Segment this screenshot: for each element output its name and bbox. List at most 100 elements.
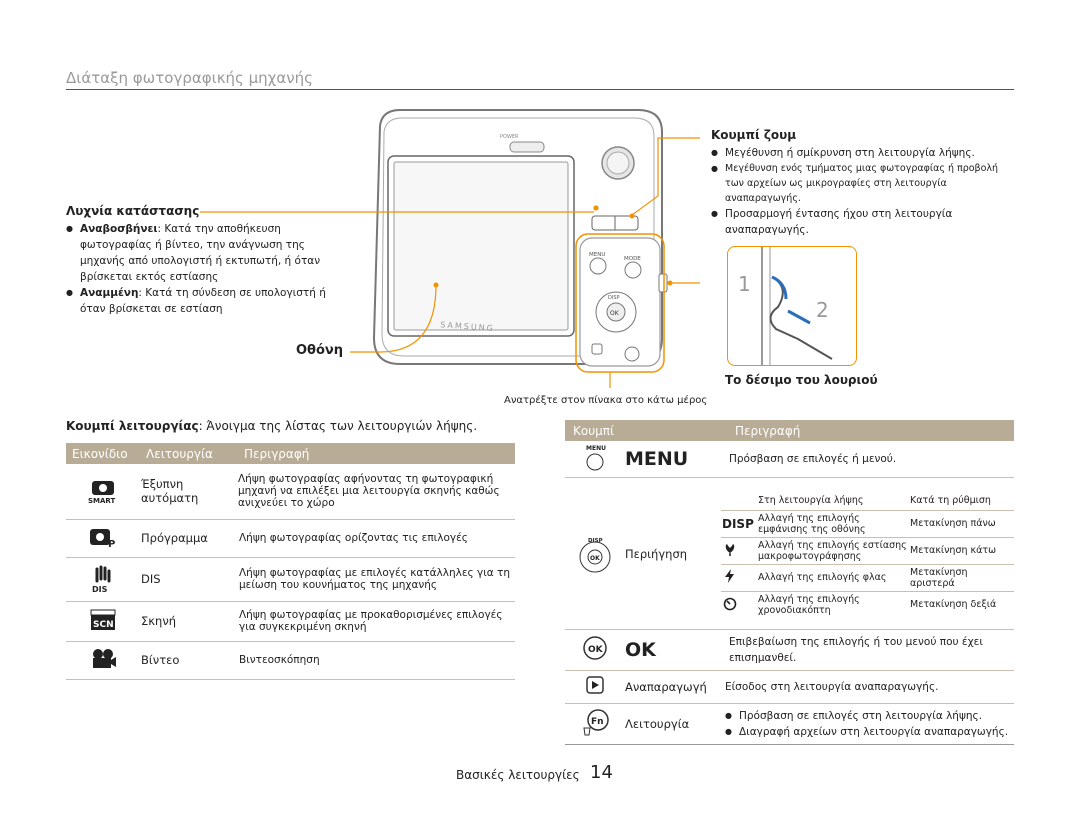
header-button: Κουμπί: [573, 423, 615, 438]
mode-description: Λήψη φωτογραφίας με επιλογές κατάλληλες …: [238, 557, 515, 602]
ok-row: OK OK Επιβεβαίωση της επιλογής ή του μεν…: [565, 630, 1014, 671]
strap-step-2: 2: [816, 298, 829, 322]
menu-button-icon: MENU: [565, 442, 625, 476]
fn-label: Λειτουργία: [625, 717, 690, 731]
power-button: [509, 141, 545, 153]
strap-lug: [658, 273, 668, 293]
strap-title: Το δέσιμο του λουριού: [725, 373, 878, 387]
fn-button: [624, 346, 640, 362]
status-lamp-term-2: Αναμμένη: [80, 287, 139, 299]
mode-description: Λήψη φωτογραφίας ορίζοντας τις επιλογές: [238, 519, 515, 558]
svg-text:OK: OK: [588, 645, 604, 655]
table-row: SCN Σκηνή Λήψη φωτογραφίας με προκαθορισ…: [66, 601, 515, 642]
ok-description: Επιβεβαίωση της επιλογής ή του μενού που…: [729, 636, 983, 664]
nav-subrow: Αλλαγή της επιλογής εστίασης μακροφωτογρ…: [721, 537, 1014, 564]
svg-text:MENU: MENU: [586, 445, 606, 452]
mode-name: Βίντεο: [140, 641, 238, 680]
mode-button-text: Κουμπί λειτουργίας: Άνοιγμα της λίστας τ…: [66, 419, 477, 433]
mode-button-label: MODE: [624, 256, 641, 262]
bottom-note: Ανατρέξτε στον πίνακα στο κάτω μέρος: [504, 395, 708, 406]
mode-table: Εικονίδιο Λειτουργία Περιγραφή SMART Έξυ…: [66, 443, 515, 680]
svg-text:Fn: Fn: [591, 717, 604, 727]
dis-icon: DIS: [66, 557, 140, 602]
zoom-item-2: Μεγέθυνση ενός τμήματος μιας φωτογραφίας…: [711, 161, 1011, 206]
status-lamp-callout: [200, 211, 594, 213]
table-row: P Πρόγραμμα Λήψη φωτογραφίας ορίζοντας τ…: [66, 519, 515, 558]
screen-label: Οθόνη: [296, 343, 344, 358]
menu-description: Πρόσβαση σε επιλογές ή μενού.: [729, 453, 897, 465]
menu-button: [589, 257, 607, 275]
flash-icon: [721, 564, 757, 591]
playback-description: Είσοδος στη λειτουργία αναπαραγωγής.: [725, 681, 939, 693]
strap-step-1: 1: [738, 272, 751, 296]
power-label: POWER: [500, 134, 519, 140]
playback-icon: [565, 675, 625, 699]
svg-text:SCN: SCN: [93, 620, 114, 630]
page-number: 14: [590, 762, 613, 783]
table-row: SMART Έξυπνη αυτόματη Λήψη φωτογραφίας α…: [66, 464, 515, 520]
nav-subheader-shoot: Στη λειτουργία λήψης: [758, 495, 864, 507]
nav-subheader-setting: Κατά τη ρύθμιση: [910, 495, 991, 507]
nav-shoot-desc: Αλλαγή της επιλογής χρονοδιακόπτη: [758, 593, 860, 616]
title-rule: [66, 89, 1014, 90]
status-lamp-term-1: Αναβοσβήνει: [80, 223, 158, 235]
nav-shoot-desc: Αλλαγή της επιλογής φλας: [758, 572, 887, 583]
zoom-item-3: Προσαρμογή έντασης ήχου στη λειτουργία α…: [711, 206, 985, 238]
header-description: Περιγραφή: [735, 423, 801, 438]
status-lamp-title: Λυχνία κατάστασης: [66, 204, 200, 218]
nav-subrow: Αλλαγή της επιλογής φλας Μετακίνηση αρισ…: [721, 564, 1014, 591]
mode-button: [624, 261, 642, 279]
zoom-item-1: Μεγέθυνση ή σμίκρυνση στη λειτουργία λήψ…: [711, 145, 1011, 161]
strap-illustration: 1 2: [727, 246, 857, 366]
nav-set-desc: Μετακίνηση κάτω: [910, 545, 997, 556]
section-title: Διάταξη φωτογραφικής μηχανής: [66, 69, 313, 87]
button-table-header: Κουμπί Περιγραφή: [565, 420, 1014, 441]
status-lamp-desc-2: : Κατά τη σύνδεση σε υπολογιστή ή όταν β…: [80, 287, 326, 315]
svg-text:SMART: SMART: [88, 497, 116, 505]
ok-button: [606, 302, 626, 322]
fn-item-2: Διαγραφή αρχείων στη λειτουργία αναπαραγ…: [725, 724, 1008, 740]
ok-label: OK: [625, 639, 656, 661]
mode-name: DIS: [140, 557, 238, 602]
status-lamp-item-2: Αναμμένη: Κατά τη σύνδεση σε υπολογιστή …: [66, 285, 336, 317]
mode-description: Βιντεοσκόπηση: [238, 641, 515, 680]
status-lamp-desc-1: : Κατά την αποθήκευση φωτογραφίας ή βίντ…: [80, 223, 321, 283]
fn-item-1: Πρόσβαση σε επιλογές στη λειτουργία λήψη…: [725, 708, 1008, 724]
svg-text:DISP: DISP: [588, 538, 603, 544]
smart-auto-icon: SMART: [66, 464, 140, 520]
mode-button-desc: : Άνοιγμα της λίστας των λειτουργιών λήψ…: [198, 419, 478, 433]
brand-logo: SAMSUNG: [440, 320, 495, 333]
playback-label: Αναπαραγωγή: [625, 680, 707, 694]
nav-label: Περιήγηση: [625, 546, 688, 561]
movie-icon: [66, 641, 140, 680]
footer-text: Βασικές λειτουργίες: [456, 768, 580, 782]
mode-name: Πρόγραμμα: [140, 519, 238, 558]
svg-text:P: P: [108, 539, 115, 549]
macro-icon: [721, 537, 757, 564]
header-description: Περιγραφή: [244, 446, 310, 461]
header-mode: Λειτουργία: [146, 446, 213, 461]
ok-button-label: OK: [610, 310, 620, 317]
nav-subtable: Στη λειτουργία λήψης Κατά τη ρύθμιση DIS…: [721, 492, 1014, 618]
fn-row: Fn Λειτουργία Πρόσβαση σε επιλογές στη λ…: [565, 704, 1014, 745]
disp-icon: DISP: [722, 516, 754, 531]
scene-icon: SCN: [66, 601, 140, 642]
playback-button: [591, 343, 603, 355]
nav-set-desc: Μετακίνηση πάνω: [910, 518, 996, 529]
program-icon: P: [66, 519, 140, 558]
nav-set-desc: Μετακίνηση αριστερά: [910, 566, 968, 589]
nav-shoot-desc: Αλλαγή της επιλογής εστίασης μακροφωτογρ…: [758, 539, 907, 562]
menu-row: MENU MENU Πρόσβαση σε επιλογές ή μενού.: [565, 441, 1014, 478]
nav-shoot-desc: Αλλαγή της επιλογής εμφάνισης της οθόνης: [758, 512, 866, 535]
disp-label: DISP: [608, 295, 620, 301]
nav-subrow: DISP Αλλαγή της επιλογής εμφάνισης της ο…: [721, 510, 1014, 537]
mode-table-header: Εικονίδιο Λειτουργία Περιγραφή: [66, 443, 515, 464]
mode-name: Έξυπνη αυτόματη: [140, 464, 238, 520]
status-lamp-item-1: Αναβοσβήνει: Κατά την αποθήκευση φωτογρα…: [66, 221, 336, 285]
table-row: Βίντεο Βιντεοσκόπηση: [66, 641, 515, 680]
mode-button-term: Κουμπί λειτουργίας: [66, 419, 199, 433]
mode-description: Λήψη φωτογραφίας με προκαθορισμένες επιλ…: [238, 601, 515, 642]
table-row: DIS DIS Λήψη φωτογραφίας με επιλογές κατ…: [66, 557, 515, 602]
